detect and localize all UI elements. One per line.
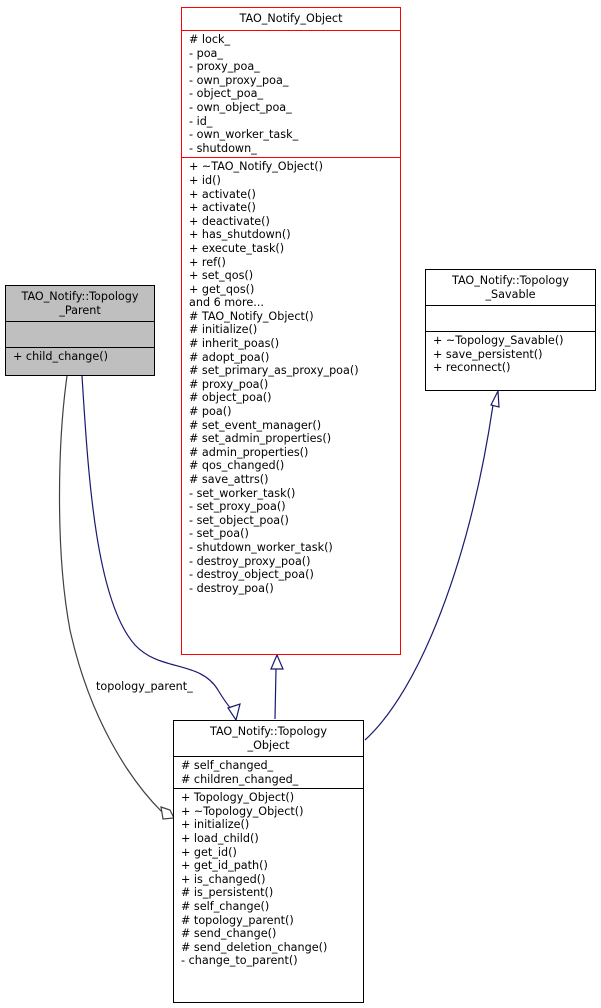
class-title: TAO_Notify::Topology _Savable: [426, 270, 595, 305]
class-name-line2: _Parent: [59, 304, 101, 317]
class-method[interactable]: - set_object_poa(): [189, 513, 289, 527]
class-method[interactable]: # adopt_poa(): [189, 350, 270, 364]
inheritance-arrowhead-savable: [490, 388, 500, 408]
methods-section: + Topology_Object()+ ~Topology_Object()+…: [174, 788, 363, 970]
aggregation-label: topology_parent_: [96, 680, 193, 693]
class-method[interactable]: + get_id_path(): [181, 859, 268, 873]
class-method[interactable]: + child_change(): [13, 350, 108, 363]
class-method[interactable]: # set_primary_as_proxy_poa(): [189, 364, 359, 378]
inheritance-arrowhead-notify-object: [270, 653, 284, 670]
class-method[interactable]: # send_deletion_change(): [181, 940, 328, 954]
class-method[interactable]: - destroy_object_poa(): [189, 568, 314, 582]
class-method[interactable]: # topology_parent(): [181, 913, 294, 927]
class-method[interactable]: # proxy_poa(): [189, 377, 269, 391]
inheritance-edge-savable: [364, 404, 494, 741]
class-name-line2: _Savable: [485, 288, 536, 301]
class-method[interactable]: - destroy_poa(): [189, 581, 274, 595]
class-title: TAO_Notify::Topology _Parent: [6, 286, 154, 321]
class-method[interactable]: - set_proxy_poa(): [189, 500, 286, 514]
attributes-section: [426, 305, 595, 331]
inheritance-edge-parent: [81, 375, 235, 713]
aggregation-edge-topology-parent: [58, 375, 163, 813]
class-name-line1: TAO_Notify::Topology: [21, 290, 139, 303]
class-method[interactable]: + ~TAO_Notify_Object(): [189, 160, 323, 174]
class-name: TAO_Notify_Object: [239, 12, 343, 25]
class-attribute[interactable]: - poa_: [189, 46, 223, 60]
class-attribute[interactable]: - own_worker_task_: [189, 128, 299, 142]
class-method[interactable]: # set_event_manager(): [189, 418, 322, 432]
class-method[interactable]: # initialize(): [189, 323, 258, 337]
class-name-line2: _Object: [247, 739, 290, 752]
class-method[interactable]: + activate(): [189, 201, 256, 215]
class-method[interactable]: + ~Topology_Savable(): [433, 334, 564, 347]
class-method[interactable]: # is_persistent(): [181, 886, 274, 900]
class-title: TAO_Notify::Topology _Object: [174, 721, 363, 756]
class-method[interactable]: + get_qos(): [189, 282, 255, 296]
class-method[interactable]: + has_shutdown(): [189, 228, 291, 242]
class-method[interactable]: + set_qos(): [189, 269, 254, 283]
class-method[interactable]: # admin_properties(): [189, 445, 309, 459]
attributes-section: # lock_- poa_- proxy_poa_- own_proxy_poa…: [182, 30, 400, 157]
class-method[interactable]: # self_change(): [181, 899, 270, 913]
class-attribute[interactable]: - proxy_poa_: [189, 60, 260, 74]
class-attribute[interactable]: # lock_: [189, 33, 231, 46]
class-method[interactable]: + ref(): [189, 255, 226, 269]
class-attribute[interactable]: - shutdown_: [189, 141, 257, 155]
class-tao-notify-object[interactable]: TAO_Notify_Object # lock_- poa_- proxy_p…: [181, 7, 401, 655]
class-method[interactable]: + deactivate(): [189, 214, 270, 228]
class-attribute[interactable]: # self_changed_: [181, 759, 274, 772]
methods-section: + ~TAO_Notify_Object()+ id()+ activate()…: [182, 157, 400, 597]
class-method[interactable]: # poa(): [189, 405, 232, 419]
class-method[interactable]: - set_poa(): [189, 527, 249, 541]
class-topology-savable[interactable]: TAO_Notify::Topology _Savable + ~Topolog…: [425, 269, 596, 391]
class-title: TAO_Notify_Object: [182, 8, 400, 30]
class-attribute[interactable]: - id_: [189, 114, 213, 128]
class-method[interactable]: - change_to_parent(): [181, 954, 298, 968]
class-method[interactable]: - destroy_proxy_poa(): [189, 554, 311, 568]
inheritance-edge-notify-object: [274, 668, 277, 720]
inheritance-arrowhead-parent: [227, 703, 241, 722]
attributes-section: [6, 321, 154, 347]
class-method[interactable]: + Topology_Object(): [181, 791, 295, 805]
class-method[interactable]: + save_persistent(): [433, 347, 543, 361]
class-method[interactable]: - set_worker_task(): [189, 486, 296, 500]
class-method[interactable]: + get_id(): [181, 845, 237, 859]
class-method[interactable]: + is_changed(): [181, 872, 266, 886]
class-method[interactable]: # TAO_Notify_Object(): [189, 309, 314, 323]
methods-section: + ~Topology_Savable()+ save_persistent()…: [426, 331, 595, 377]
class-method[interactable]: + activate(): [189, 187, 256, 201]
methods-section: + child_change(): [6, 347, 154, 366]
class-method[interactable]: and 6 more...: [189, 296, 264, 310]
class-method[interactable]: # send_change(): [181, 927, 277, 941]
class-method[interactable]: + ~Topology_Object(): [181, 804, 304, 818]
class-topology-object[interactable]: TAO_Notify::Topology _Object # self_chan…: [173, 720, 364, 1003]
class-method[interactable]: # set_admin_properties(): [189, 432, 332, 446]
class-name-line1: TAO_Notify::Topology: [451, 274, 569, 287]
class-method[interactable]: + execute_task(): [189, 241, 285, 255]
class-topology-parent[interactable]: TAO_Notify::Topology _Parent + child_cha…: [5, 285, 155, 376]
class-method[interactable]: - shutdown_worker_task(): [189, 540, 333, 554]
class-attribute[interactable]: - object_poa_: [189, 87, 264, 101]
class-method[interactable]: + initialize(): [181, 818, 250, 832]
attributes-section: # self_changed_# children_changed_: [174, 756, 363, 788]
class-method[interactable]: + load_child(): [181, 831, 259, 845]
class-attribute[interactable]: - own_object_poa_: [189, 100, 292, 114]
class-method[interactable]: + id(): [189, 173, 221, 187]
class-method[interactable]: # qos_changed(): [189, 459, 285, 473]
class-method[interactable]: # inherit_poas(): [189, 337, 280, 351]
class-method[interactable]: # save_attrs(): [189, 473, 269, 486]
class-method[interactable]: + reconnect(): [433, 361, 511, 375]
class-name-line1: TAO_Notify::Topology: [209, 725, 327, 738]
class-method[interactable]: # object_poa(): [189, 391, 272, 405]
class-attribute[interactable]: - own_proxy_poa_: [189, 73, 289, 87]
class-attribute[interactable]: # children_changed_: [181, 772, 299, 786]
